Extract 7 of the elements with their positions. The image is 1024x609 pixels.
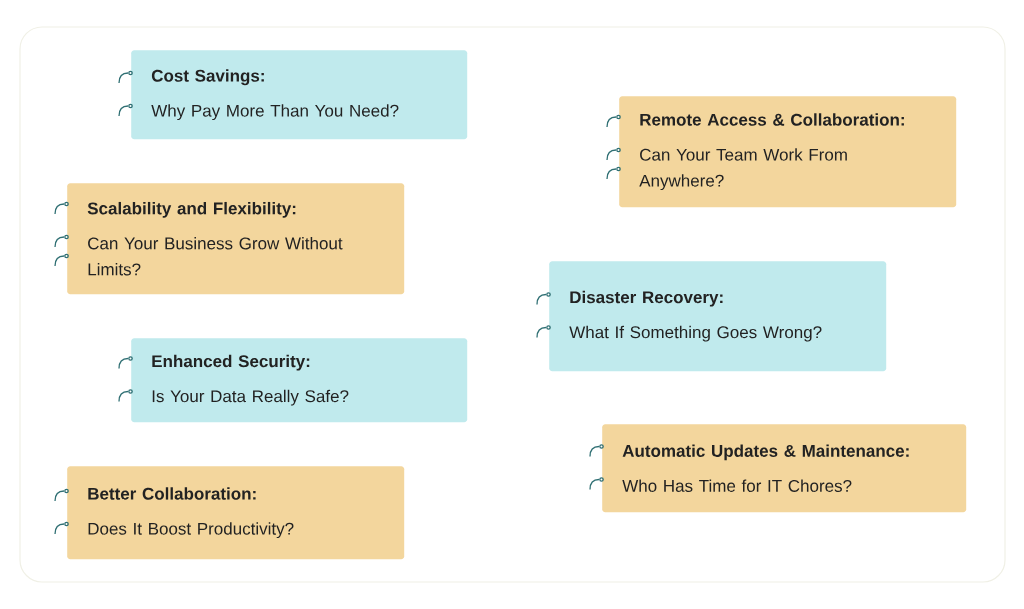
topic-box: Automatic Updates & Maintenance: Who Has Time for IT Chores? xyxy=(602,424,967,513)
topic-box: Better Collaboration: Does It Boost Productivity? xyxy=(67,466,405,560)
topic-box: Disaster Recovery: What If Something Goes Wrong? xyxy=(549,261,887,372)
topic-box: Remote Access & Collaboration: Can Your Team Work From Anywhere? xyxy=(619,96,957,208)
topic-box: Cost Savings: Why Pay More Than You Need? xyxy=(131,50,468,140)
topic-box: Scalability and Flexibility: Can Your Business Grow Without Limits? xyxy=(67,183,405,295)
topic-box: Enhanced Security: Is Your Data Really Safe? xyxy=(131,338,468,423)
